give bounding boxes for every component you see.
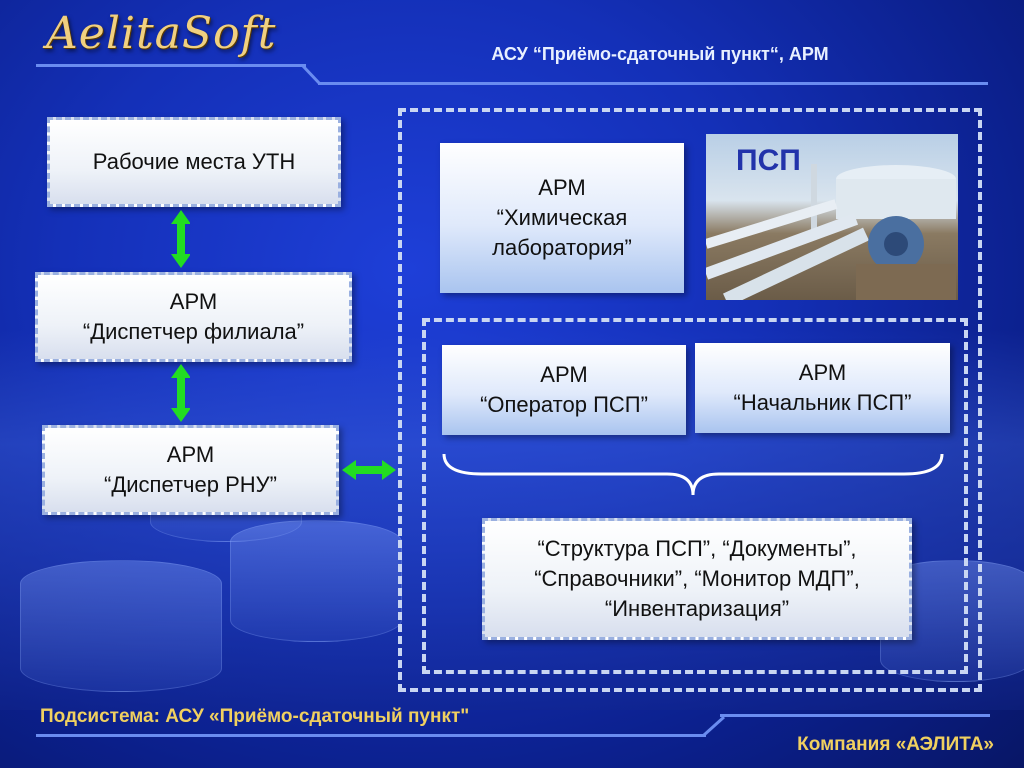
- psp-outer-frame: [398, 108, 982, 692]
- box-label: лаборатория”: [492, 235, 632, 260]
- double-arrow-horizontal-icon: [342, 460, 396, 480]
- box-utn-workplaces[interactable]: Рабочие места УТН: [47, 117, 341, 207]
- box-label: “Справочники”, “Монитор МДП”,: [534, 566, 860, 591]
- box-modules[interactable]: “Структура ПСП”, “Документы”, “Справочни…: [482, 518, 912, 640]
- box-label: “Оператор ПСП”: [480, 392, 648, 417]
- footer-divider-step: [702, 715, 726, 737]
- footer-divider: [36, 734, 706, 737]
- box-label: АРМ: [540, 362, 588, 387]
- box-label: “Химическая: [496, 205, 628, 230]
- header-divider: [318, 82, 988, 85]
- footer-divider: [720, 714, 990, 717]
- psp-label: ПСП: [736, 144, 801, 177]
- box-arm-operator-psp[interactable]: АРМ “Оператор ПСП”: [442, 345, 686, 435]
- box-label: “Структура ПСП”, “Документы”,: [537, 536, 857, 561]
- footer-company-name: Компания «АЭЛИТА»: [797, 734, 994, 755]
- psp-photo-illustration: [706, 164, 956, 300]
- box-label: “Инвентаризация”: [604, 596, 790, 621]
- psp-photo: ПСП: [706, 134, 958, 300]
- double-arrow-icon: [171, 364, 190, 422]
- box-arm-chief-psp[interactable]: АРМ “Начальник ПСП”: [695, 343, 950, 433]
- box-label: АРМ: [538, 175, 586, 200]
- box-label: АРМ: [169, 289, 218, 314]
- header-divider: [36, 64, 306, 67]
- box-label: АРМ: [798, 360, 847, 385]
- box-arm-rnu-dispatcher[interactable]: АРМ “Диспетчер РНУ”: [42, 425, 339, 515]
- box-label: “Диспетчер филиала”: [82, 319, 305, 344]
- psp-inner-frame: [422, 318, 968, 674]
- company-logo: AelitaSoft: [46, 8, 277, 59]
- box-arm-chem-lab[interactable]: АРМ “Химическая лаборатория”: [440, 143, 684, 293]
- double-arrow-icon: [171, 210, 190, 268]
- box-label: Рабочие места УТН: [92, 149, 296, 174]
- curly-brace-icon: [442, 453, 944, 496]
- background-tank: [230, 520, 402, 642]
- footer-subsystem-title: Подсистема: АСУ «Приёмо-сдаточный пункт": [40, 706, 470, 727]
- box-label: “Начальник ПСП”: [733, 390, 912, 415]
- box-label: АРМ: [166, 442, 215, 467]
- box-arm-filial-dispatcher[interactable]: АРМ “Диспетчер филиала”: [35, 272, 352, 362]
- box-label: “Диспетчер РНУ”: [104, 472, 277, 497]
- header-title: АСУ “Приёмо-сдаточный пункт“, АРМ: [491, 44, 829, 64]
- header-divider-step: [300, 63, 322, 86]
- background-tank: [20, 560, 222, 692]
